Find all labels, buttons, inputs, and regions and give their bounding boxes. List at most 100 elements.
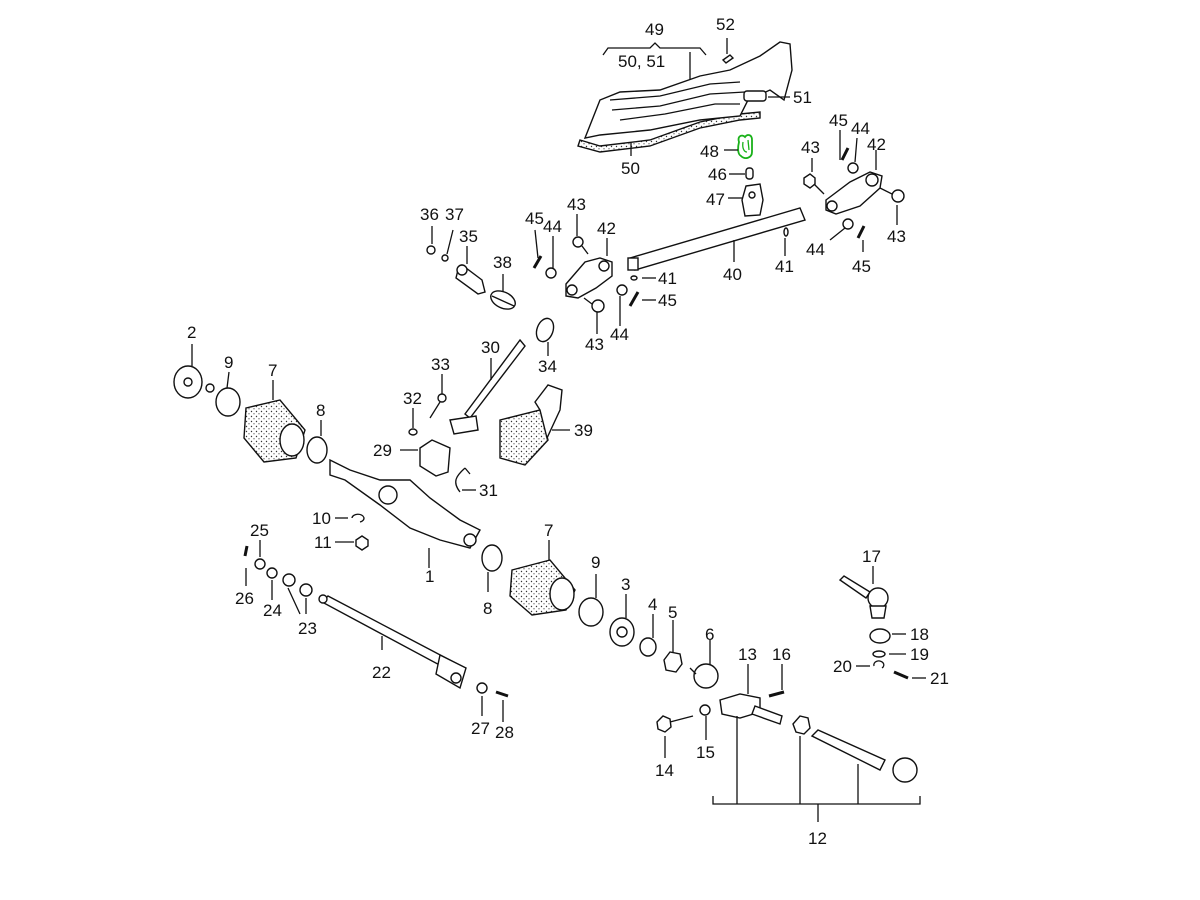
callout-24[interactable]: 24 — [263, 601, 282, 620]
callout-30[interactable]: 30 — [481, 338, 500, 357]
part-7-bellows-left[interactable] — [243, 399, 306, 463]
part-19-washer[interactable] — [872, 650, 886, 658]
callout-39-visible[interactable]: 39 — [574, 421, 593, 440]
part-14-bolt[interactable] — [656, 715, 694, 733]
callout-42-left[interactable]: 42 — [597, 219, 616, 238]
part-37-washer[interactable] — [441, 254, 449, 262]
callout-11[interactable]: 11 — [314, 533, 332, 552]
part-9-ring-left[interactable] — [215, 387, 241, 417]
part-44-nut-right-bottom[interactable] — [842, 218, 854, 230]
callout-43-left-bottom[interactable]: 43 — [585, 335, 604, 354]
part-23-bushing-a[interactable] — [282, 573, 296, 587]
part-43-bolt-right-bottom[interactable] — [879, 187, 905, 203]
callout-45-left-top[interactable]: 45 — [525, 209, 544, 228]
callout-2[interactable]: 2 — [187, 323, 196, 342]
callout-28[interactable]: 28 — [495, 723, 514, 742]
part-39-boot[interactable] — [499, 384, 563, 466]
part-23-bushing-b[interactable] — [299, 583, 313, 597]
part-12-tie-rod[interactable] — [810, 729, 918, 783]
callout-19[interactable]: 19 — [910, 645, 929, 664]
part-46-pin[interactable] — [745, 167, 754, 180]
callout-22[interactable]: 22 — [372, 663, 391, 682]
part-26-cotter-pin[interactable] — [243, 545, 249, 557]
callout-43-left-top[interactable]: 43 — [567, 195, 586, 214]
callout-3[interactable]: 3 — [621, 575, 630, 594]
part-45-pin-left-bottom[interactable] — [628, 291, 640, 307]
callout-41-right[interactable]: 41 — [775, 257, 794, 276]
part-12-nut[interactable] — [792, 715, 811, 735]
callout-37[interactable]: 37 — [445, 205, 464, 224]
part-9-ring-right[interactable] — [578, 597, 604, 627]
callout-44-left-bottom[interactable]: 44 — [610, 325, 629, 344]
callout-50[interactable]: 50 — [621, 159, 640, 178]
part-29-block[interactable] — [419, 439, 451, 477]
callout-38[interactable]: 38 — [493, 253, 512, 272]
part-30-pinion-shaft[interactable] — [449, 338, 526, 435]
part-1-rack-housing[interactable] — [329, 458, 481, 549]
callout-9-left[interactable]: 9 — [224, 353, 233, 372]
callout-20[interactable]: 20 — [833, 657, 852, 676]
callout-32[interactable]: 32 — [403, 389, 422, 408]
callout-33[interactable]: 33 — [431, 355, 450, 374]
part-8-ring-right[interactable] — [481, 544, 503, 572]
callout-8-left[interactable]: 8 — [316, 401, 325, 420]
callout-5[interactable]: 5 — [668, 603, 677, 622]
callout-4[interactable]: 4 — [648, 595, 657, 614]
callout-15[interactable]: 15 — [696, 743, 715, 762]
part-48-clip-highlighted[interactable] — [737, 134, 753, 159]
callout-7-left[interactable]: 7 — [268, 361, 277, 380]
part-7-bellows-right[interactable] — [509, 559, 576, 616]
part-34-bushing[interactable] — [533, 316, 556, 344]
part-45-pin-left-top[interactable] — [532, 255, 543, 269]
part-32-washer[interactable] — [408, 428, 418, 436]
part-25-nut[interactable] — [254, 558, 266, 570]
callout-49[interactable]: 49 — [645, 20, 664, 39]
callout-52[interactable]: 52 — [716, 15, 735, 34]
callout-16[interactable]: 16 — [772, 645, 791, 664]
callout-46[interactable]: 46 — [708, 165, 727, 184]
part-35-clamp[interactable] — [455, 264, 486, 295]
part-16-cotter-pin[interactable] — [768, 690, 785, 698]
callout-10[interactable]: 10 — [312, 509, 331, 528]
callout-14[interactable]: 14 — [655, 761, 674, 780]
callout-40[interactable]: 40 — [723, 265, 742, 284]
part-51-pin[interactable] — [743, 90, 767, 102]
part-47-bracket[interactable] — [741, 183, 764, 217]
part-45-pin-right-top[interactable] — [840, 147, 850, 161]
callout-45-right-top[interactable]: 45 — [829, 111, 848, 130]
callout-43-right-bottom[interactable]: 43 — [887, 227, 906, 246]
part-40-shaft[interactable] — [627, 207, 806, 271]
part-41-key-left[interactable] — [630, 275, 638, 281]
callout-7-right[interactable]: 7 — [544, 521, 553, 540]
part-36-bolt[interactable] — [426, 245, 436, 255]
part-4-tab-washer[interactable] — [639, 637, 657, 657]
part-8-ring-left[interactable] — [306, 436, 328, 464]
callout-31[interactable]: 31 — [479, 481, 498, 500]
part-3-disc[interactable] — [609, 617, 635, 647]
part-28-bolt[interactable] — [495, 690, 509, 698]
callout-1[interactable]: 1 — [425, 567, 434, 586]
callout-45-left-bottom[interactable]: 45 — [658, 291, 677, 310]
callout-51[interactable]: 51 — [793, 88, 812, 107]
part-44-nut-right-top[interactable] — [847, 162, 859, 174]
callout-48[interactable]: 48 — [700, 142, 719, 161]
callout-29[interactable]: 29 — [373, 441, 392, 460]
callout-44-left-top[interactable]: 44 — [543, 217, 562, 236]
callout-36[interactable]: 36 — [420, 205, 439, 224]
part-43-bolt-right-top[interactable] — [803, 173, 825, 195]
part-13-clevis[interactable] — [719, 693, 783, 725]
callout-44-right-top[interactable]: 44 — [851, 119, 870, 138]
part-17-ball-joint[interactable] — [838, 575, 889, 619]
part-10-circlip[interactable] — [351, 513, 365, 523]
part-20-circlip[interactable] — [873, 660, 885, 669]
part-42-ujoint-left[interactable] — [565, 257, 613, 299]
part-5-nut[interactable] — [663, 651, 683, 673]
part-42-ujoint-right[interactable] — [825, 171, 883, 215]
part-31-spring-clip[interactable] — [455, 467, 471, 493]
part-6-ball-joint[interactable] — [689, 663, 719, 689]
callout-26[interactable]: 26 — [235, 589, 254, 608]
part-22-damper[interactable] — [318, 594, 467, 690]
callout-23[interactable]: 23 — [298, 619, 317, 638]
callout-6[interactable]: 6 — [705, 625, 714, 644]
part-52-clip[interactable] — [721, 54, 735, 64]
